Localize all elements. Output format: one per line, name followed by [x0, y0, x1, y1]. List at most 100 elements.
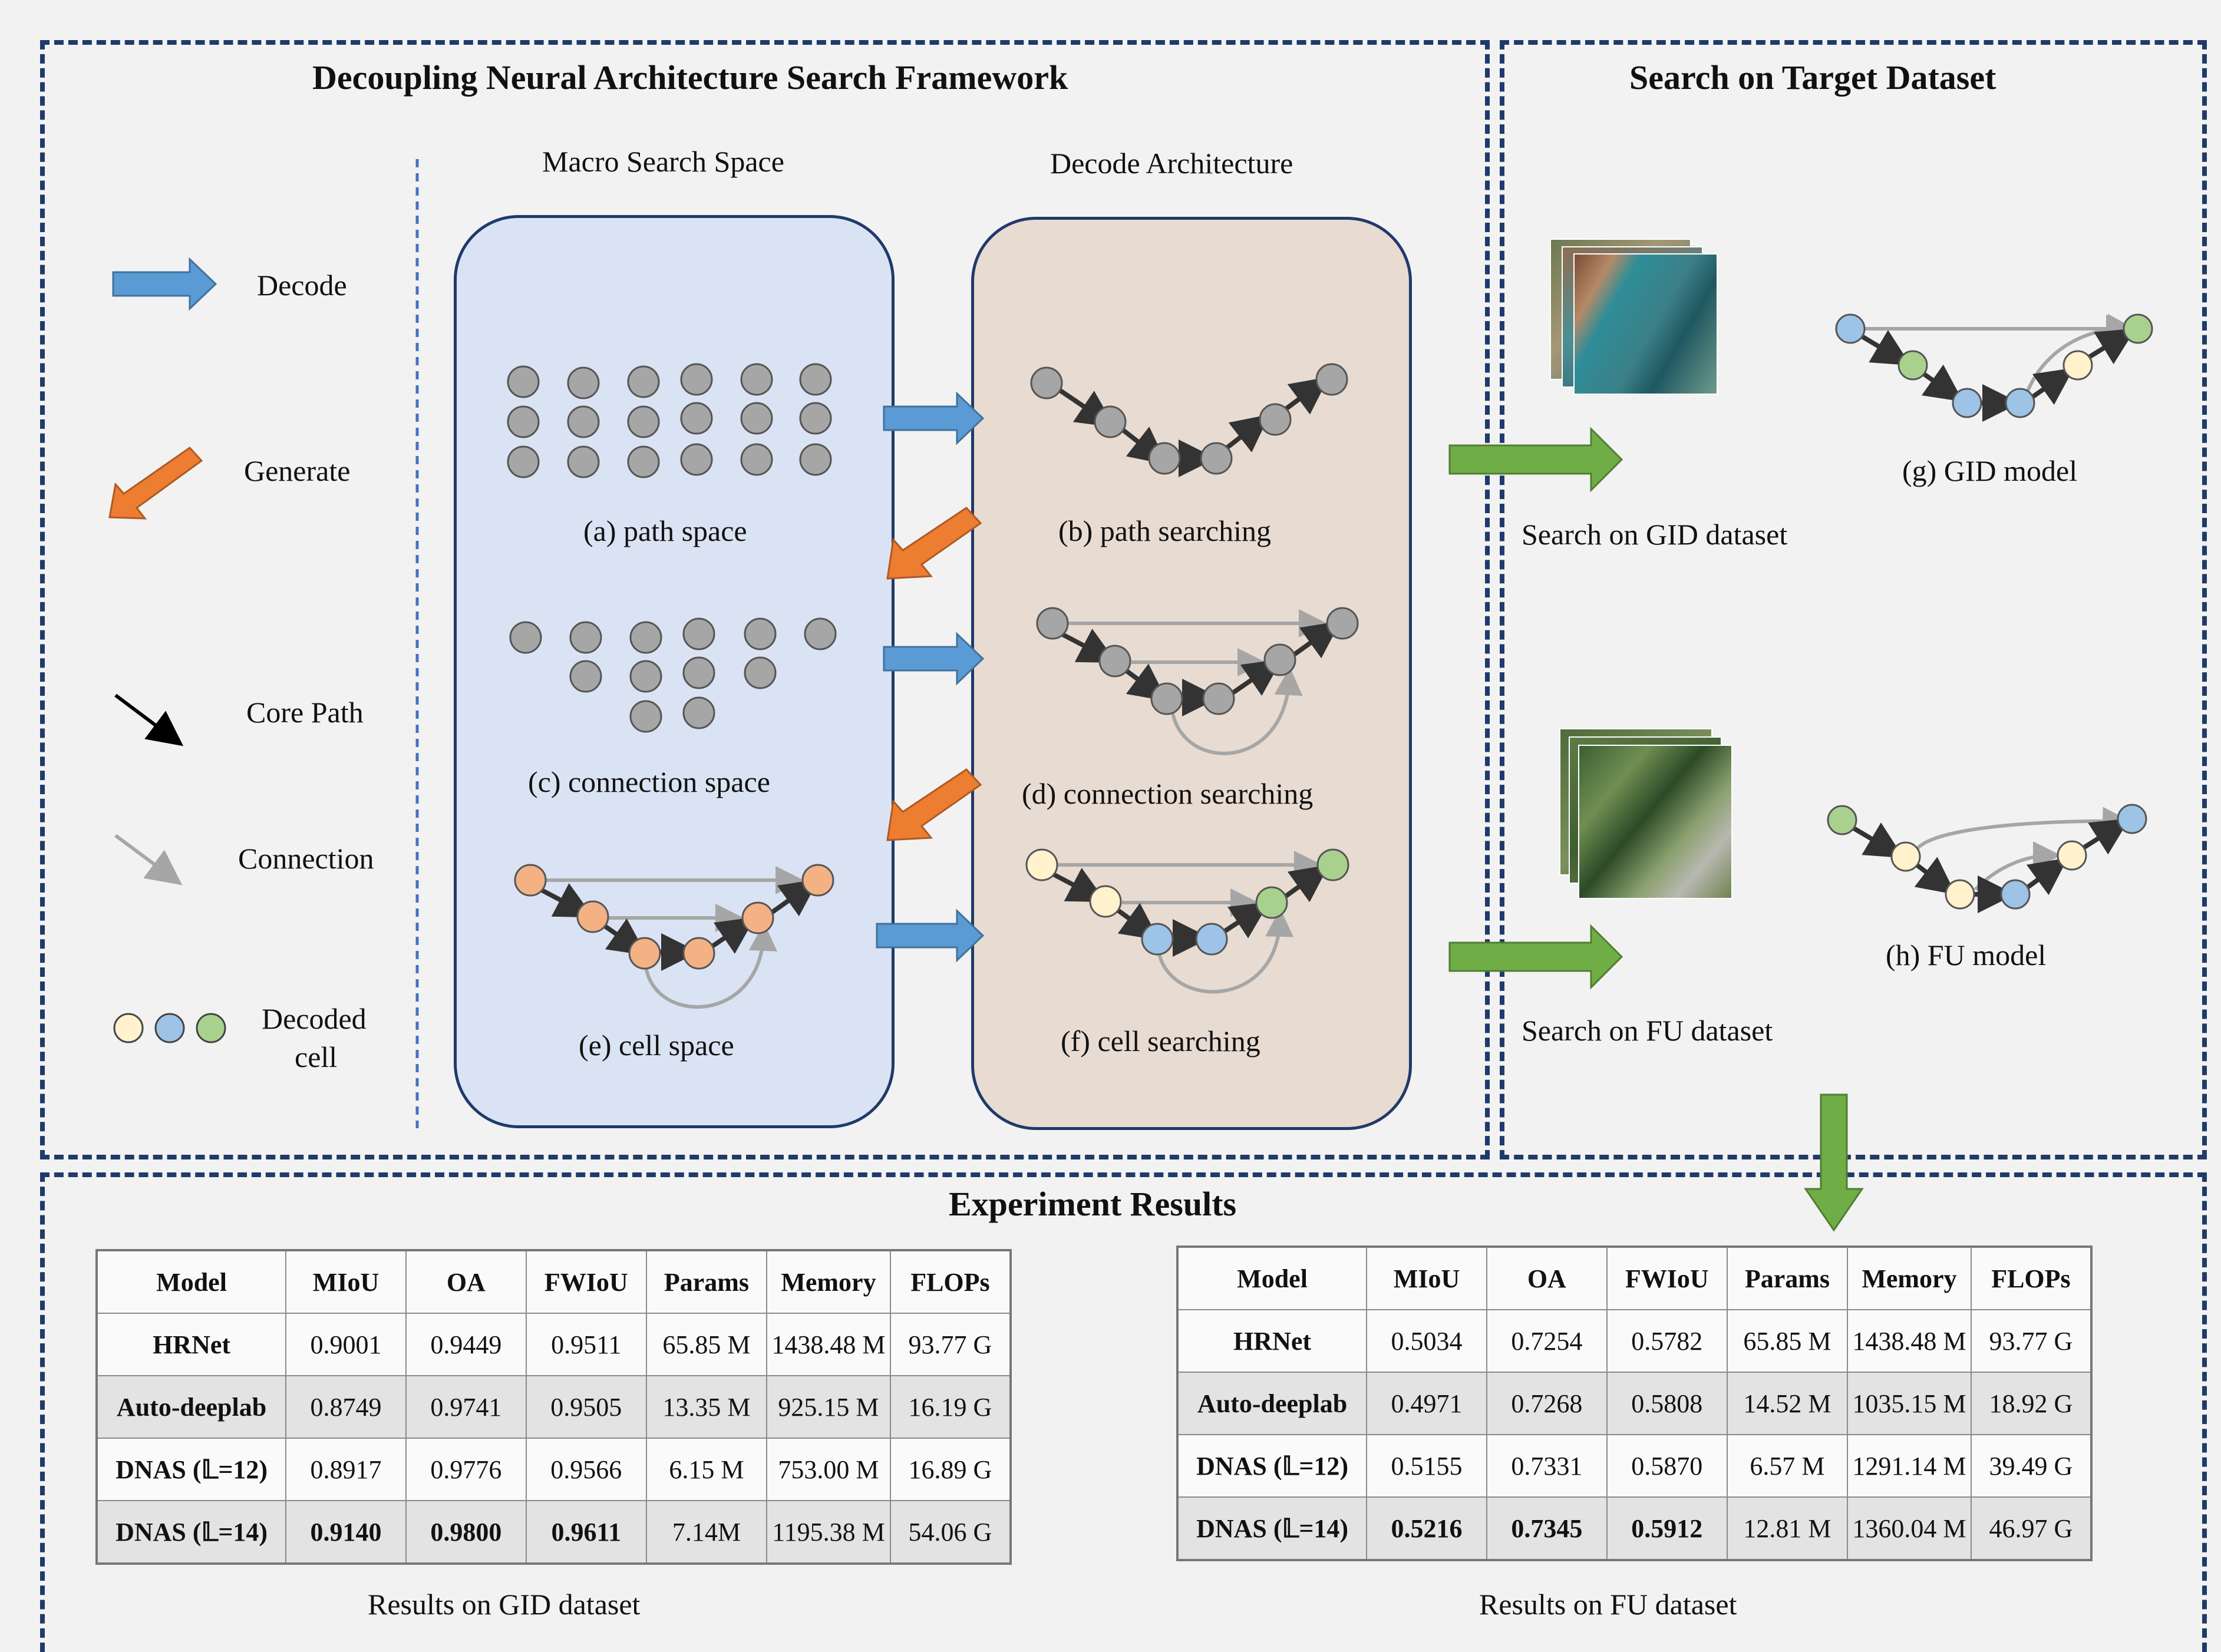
fu-header-miou: MIoU — [1366, 1246, 1487, 1310]
table-cell: 0.8749 — [285, 1375, 407, 1439]
table-cell: 0.5034 — [1366, 1309, 1487, 1373]
gid-header-model: Model — [95, 1250, 287, 1314]
table-cell: 16.89 G — [889, 1438, 1012, 1501]
table-cell: 93.77 G — [889, 1313, 1012, 1376]
framework-panel — [40, 40, 1490, 1159]
table-cell: 0.9511 — [525, 1313, 647, 1376]
table-cell: 7.14M — [645, 1500, 768, 1564]
table-cell: 0.9776 — [405, 1438, 527, 1501]
results-title: Experiment Results — [949, 1185, 1237, 1223]
table-cell: 0.8917 — [285, 1438, 407, 1501]
table-cell: 93.77 G — [1970, 1309, 2093, 1373]
decode-architecture-box — [971, 217, 1412, 1130]
legend-connection-label: Connection — [238, 842, 374, 875]
legend-generate-label: Generate — [244, 454, 351, 487]
gid-results-caption: Results on GID dataset — [368, 1588, 641, 1621]
legend-decoded-label: Decoded — [262, 1002, 367, 1035]
fu-model-caption: (h) FU model — [1886, 939, 2047, 972]
framework-title: Decoupling Neural Architecture Search Fr… — [312, 58, 1068, 97]
gid-model-caption: (g) GID model — [1902, 454, 2078, 487]
fu-header-model: Model — [1176, 1246, 1368, 1310]
table-cell: 1438.48 M — [766, 1313, 891, 1376]
table-cell: 18.92 G — [1970, 1372, 2093, 1435]
target-panel — [1500, 40, 2207, 1159]
table-cell: 13.35 M — [645, 1375, 768, 1439]
table-cell: 0.7331 — [1486, 1434, 1608, 1498]
gid-header-miou: MIoU — [285, 1250, 407, 1314]
fu-header-memory: Memory — [1847, 1246, 1972, 1310]
decode-architecture-title: Decode Architecture — [1050, 147, 1293, 180]
table-cell: 54.06 G — [889, 1500, 1012, 1564]
table-cell: 0.5216 — [1366, 1496, 1487, 1561]
model-name-cell: DNAS (𝕃=14) — [1176, 1496, 1368, 1561]
table-cell: 6.15 M — [645, 1438, 768, 1501]
model-name-cell: HRNet — [1176, 1309, 1368, 1373]
table-cell: 1035.15 M — [1847, 1372, 1972, 1435]
table-cell: 0.7345 — [1486, 1496, 1608, 1561]
results-panel — [40, 1172, 2207, 1652]
table-cell: 0.5870 — [1606, 1434, 1728, 1498]
model-name-cell: DNAS (𝕃=12) — [95, 1438, 287, 1501]
table-cell: 0.9611 — [525, 1500, 647, 1564]
gid-header-memory: Memory — [766, 1250, 891, 1314]
fu-header-flops: FLOPs — [1970, 1246, 2093, 1310]
legend-cell-label: cell — [295, 1040, 338, 1073]
table-cell: 0.5782 — [1606, 1309, 1728, 1373]
table-cell: 0.9505 — [525, 1375, 647, 1439]
table-cell: 0.9741 — [405, 1375, 527, 1439]
caption-connection-searching: (d) connection searching — [1022, 777, 1314, 810]
macro-search-space-box — [454, 215, 895, 1128]
table-cell: 65.85 M — [645, 1313, 768, 1376]
table-cell: 925.15 M — [766, 1375, 891, 1439]
table-cell: 0.7254 — [1486, 1309, 1608, 1373]
search-fu-label: Search on FU dataset — [1522, 1014, 1773, 1047]
table-cell: 65.85 M — [1726, 1309, 1849, 1373]
table-cell: 0.9800 — [405, 1500, 527, 1564]
table-cell: 1291.14 M — [1847, 1434, 1972, 1498]
caption-cell-space: (e) cell space — [579, 1029, 734, 1062]
table-cell: 1360.04 M — [1847, 1496, 1972, 1561]
gid-header-fwiou: FWIoU — [525, 1250, 647, 1314]
table-cell: 46.97 G — [1970, 1496, 2093, 1561]
model-name-cell: Auto-deeplab — [1176, 1372, 1368, 1435]
fu-results-caption: Results on FU dataset — [1479, 1588, 1737, 1621]
table-cell: 1438.48 M — [1847, 1309, 1972, 1373]
table-cell: 12.81 M — [1726, 1496, 1849, 1561]
table-cell: 1195.38 M — [766, 1500, 891, 1564]
fu-header-fwiou: FWIoU — [1606, 1246, 1728, 1310]
caption-path-searching: (b) path searching — [1058, 514, 1271, 547]
table-cell: 0.5912 — [1606, 1496, 1728, 1561]
fu-header-params: Params — [1726, 1246, 1849, 1310]
table-cell: 39.49 G — [1970, 1434, 2093, 1498]
table-cell: 0.5808 — [1606, 1372, 1728, 1435]
table-cell: 0.9449 — [405, 1313, 527, 1376]
model-name-cell: Auto-deeplab — [95, 1375, 287, 1439]
gid-header-params: Params — [645, 1250, 768, 1314]
model-name-cell: DNAS (𝕃=14) — [95, 1500, 287, 1564]
search-gid-label: Search on GID dataset — [1522, 518, 1788, 551]
table-cell: 0.9140 — [285, 1500, 407, 1564]
macro-search-space-title: Macro Search Space — [542, 145, 784, 178]
model-name-cell: HRNet — [95, 1313, 287, 1376]
table-cell: 0.9566 — [525, 1438, 647, 1501]
table-cell: 16.19 G — [889, 1375, 1012, 1439]
table-cell: 753.00 M — [766, 1438, 891, 1501]
caption-cell-searching: (f) cell searching — [1061, 1025, 1260, 1058]
table-cell: 0.4971 — [1366, 1372, 1487, 1435]
table-cell: 0.7268 — [1486, 1372, 1608, 1435]
target-title: Search on Target Dataset — [1629, 58, 1996, 97]
legend-decode-label: Decode — [257, 269, 347, 302]
model-name-cell: DNAS (𝕃=12) — [1176, 1434, 1368, 1498]
table-cell: 0.9001 — [285, 1313, 407, 1376]
